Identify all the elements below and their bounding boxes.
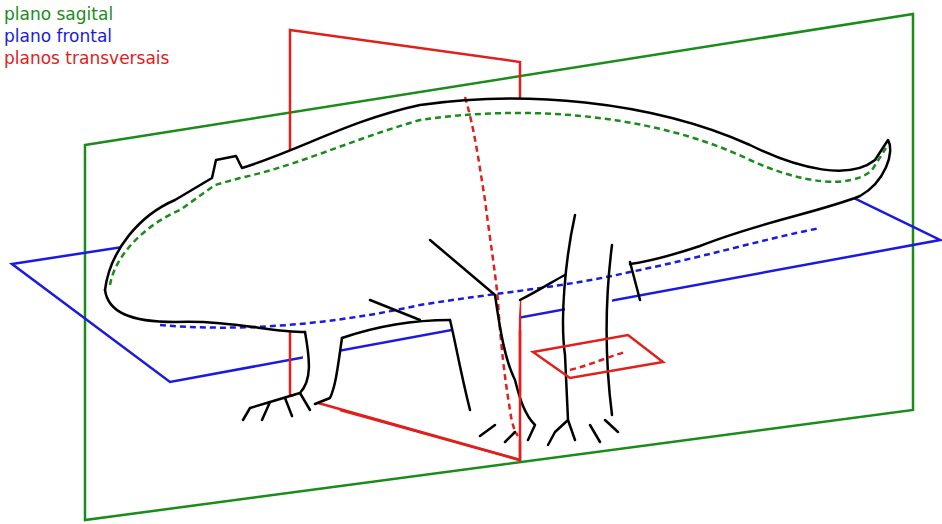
legend-swatch: planos transversais — [4, 48, 169, 68]
belly-line — [342, 275, 565, 338]
legend-text: planos transversais — [4, 48, 169, 68]
legend: plano sagitalplano frontalplanos transve… — [4, 3, 169, 69]
far-hindleg — [630, 262, 640, 300]
far-foreleg — [243, 332, 342, 420]
transverse-plane-front — [340, 330, 520, 460]
elbow-line — [370, 300, 420, 320]
legend-row: planos transversais — [4, 47, 169, 69]
body-fill — [105, 98, 890, 446]
legend-swatch: plano frontal — [4, 26, 112, 46]
transverse-section — [465, 97, 518, 436]
near-hindleg — [548, 215, 618, 445]
legend-text: plano sagital — [4, 4, 113, 24]
leg-transverse-plane — [533, 335, 663, 378]
legend-swatch: plano sagital — [4, 4, 113, 24]
chin-outline — [105, 290, 305, 332]
legend-row: plano sagital — [4, 3, 169, 25]
leg-transverse-section — [570, 352, 625, 370]
sagittal-section — [110, 113, 886, 285]
dorsal-outline — [105, 98, 890, 290]
legend-text: plano frontal — [4, 26, 112, 46]
frontal-section — [160, 228, 820, 328]
legend-row: plano frontal — [4, 25, 169, 47]
